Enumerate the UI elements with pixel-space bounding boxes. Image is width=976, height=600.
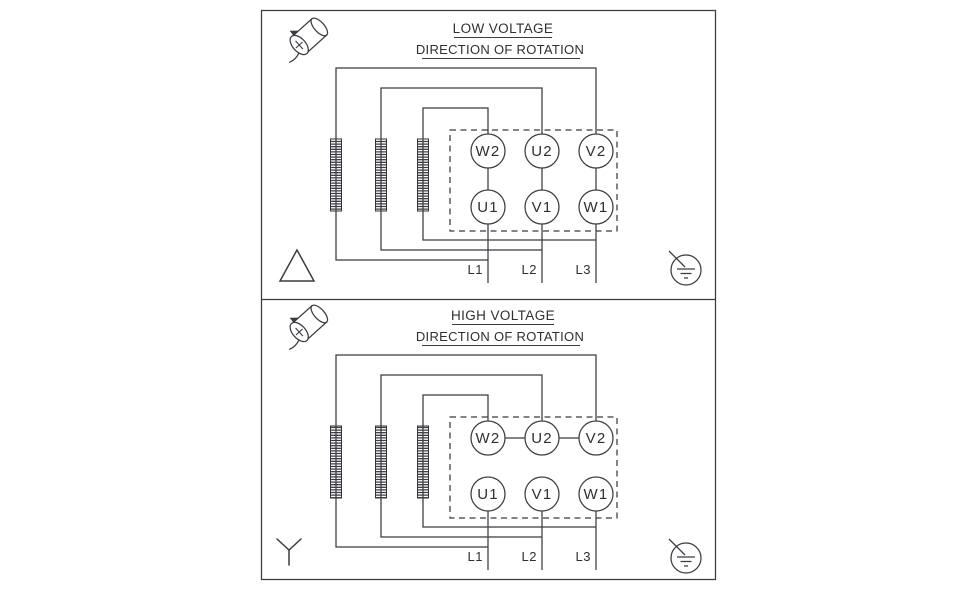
- low-voltage-title: LOW VOLTAGE: [453, 21, 554, 36]
- terminal-v1: [524, 476, 560, 512]
- wire-inner-loop: [422, 107, 596, 241]
- high-voltage-subtitle: DIRECTION OF ROTATION: [416, 329, 584, 344]
- terminal-w1: [578, 189, 614, 225]
- terminal-u1: [470, 189, 506, 225]
- panel-high-voltage: HIGH VOLTAGE DIRECTION OF ROTATION: [276, 304, 702, 574]
- supply-label-l1: L1: [468, 549, 483, 564]
- motor-shaft-icon: [289, 304, 329, 343]
- wire-outer-loop: [335, 354, 597, 548]
- terminal-label-v2: V2: [586, 143, 607, 160]
- terminal-w2: [470, 133, 506, 169]
- motor-rotation-icon: [288, 304, 329, 350]
- label-border: [260, 9, 717, 581]
- terminal-u1: [470, 476, 506, 512]
- supply-label-l3: L3: [576, 262, 591, 277]
- supply-label-l2: L2: [522, 262, 537, 277]
- star-arm-right: [288, 538, 302, 551]
- ground-symbol: [668, 538, 702, 574]
- terminal-u2: [524, 133, 560, 169]
- delta-symbol: [278, 248, 316, 282]
- star-arm-left: [276, 538, 290, 551]
- shaft-far-cap: [310, 304, 329, 324]
- terminal-label-u2: U2: [531, 430, 553, 447]
- terminal-label-w2: W2: [476, 143, 501, 160]
- terminal-v2: [578, 133, 614, 169]
- shaft-slot-horizontal: [295, 328, 303, 336]
- terminal-u2: [524, 420, 560, 456]
- motor-shaft-icon: [289, 17, 329, 56]
- wire-inner-loop: [422, 394, 596, 528]
- terminal-label-u2: U2: [531, 143, 553, 160]
- ground-symbol: [668, 250, 702, 286]
- supply-label-l2: L2: [522, 549, 537, 564]
- supply-label-l3: L3: [576, 549, 591, 564]
- wire-outer-loop: [335, 67, 597, 261]
- terminal-v1: [524, 189, 560, 225]
- motor-rotation-icon: [288, 17, 329, 63]
- ground-circle: [670, 542, 702, 574]
- terminal-w2: [470, 420, 506, 456]
- terminal-v2: [578, 420, 614, 456]
- terminal-board-outline: [449, 129, 618, 232]
- ground-lead: [668, 538, 686, 556]
- panel-low-voltage: LOW VOLTAGE DIRECTION OF ROTATION: [278, 17, 702, 286]
- terminal-label-w1: W1: [584, 199, 609, 216]
- terminal-label-w1: W1: [584, 486, 609, 503]
- wire-middle-loop: [380, 374, 543, 538]
- high-voltage-title: HIGH VOLTAGE: [451, 308, 555, 323]
- terminal-board-outline: [449, 416, 618, 519]
- ground-circle: [670, 254, 702, 286]
- terminal-w1: [578, 476, 614, 512]
- shaft-slot-horizontal: [295, 41, 303, 49]
- terminal-label-v2: V2: [586, 430, 607, 447]
- supply-label-l1: L1: [468, 262, 483, 277]
- low-voltage-subtitle: DIRECTION OF ROTATION: [416, 42, 584, 57]
- terminal-label-v1: V1: [532, 199, 553, 216]
- ground-lead: [668, 250, 686, 268]
- shaft-far-cap: [310, 17, 329, 37]
- terminal-label-u1: U1: [477, 199, 499, 216]
- wire-middle-loop: [380, 87, 543, 251]
- terminal-label-u1: U1: [477, 486, 499, 503]
- terminal-label-v1: V1: [532, 486, 553, 503]
- terminal-label-w2: W2: [476, 430, 501, 447]
- star-symbol: [276, 538, 302, 566]
